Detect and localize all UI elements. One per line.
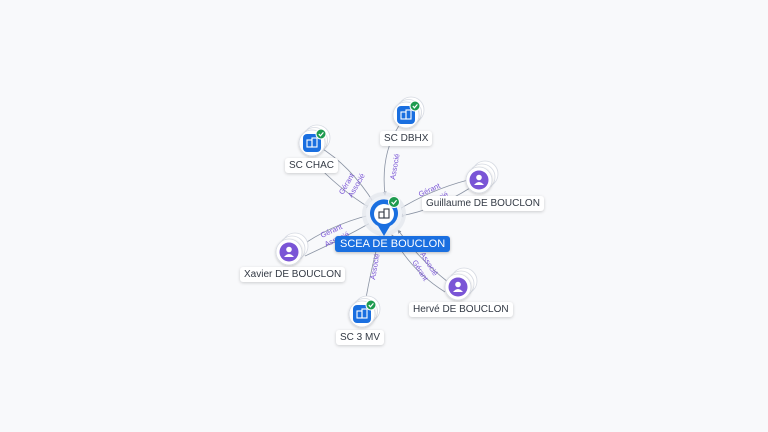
node-label-herve[interactable]: Hervé DE BOUCLON <box>409 302 513 317</box>
node-label-xavier[interactable]: Xavier DE BOUCLON <box>240 267 346 282</box>
edge-herve <box>397 229 449 283</box>
check-icon <box>409 100 421 112</box>
node-sc-3mv[interactable] <box>348 295 381 328</box>
node-herve[interactable] <box>444 267 478 301</box>
node-center[interactable] <box>362 192 406 236</box>
edge-sc-chac <box>317 145 375 204</box>
check-icon <box>388 196 400 208</box>
node-guillaume[interactable] <box>465 160 499 194</box>
edge-label-sc3mv-associe: Associé <box>368 253 381 280</box>
node-label-center[interactable]: SCEA DE BOUCLON <box>335 236 451 252</box>
check-icon <box>365 299 377 311</box>
node-label-guillaume[interactable]: Guillaume DE BOUCLON <box>422 196 544 211</box>
person-icon <box>453 281 463 292</box>
edge-label-dbhx-associe: Associé <box>388 153 401 180</box>
person-icon <box>474 174 484 185</box>
node-label-sc-dbhx[interactable]: SC DBHX <box>380 131 433 146</box>
node-sc-chac[interactable] <box>298 124 331 157</box>
node-sc-dbhx[interactable] <box>392 96 425 129</box>
node-label-sc-chac[interactable]: SC CHAC <box>285 158 339 173</box>
node-label-sc-3mv[interactable]: SC 3 MV <box>336 330 385 345</box>
node-xavier[interactable] <box>275 232 309 266</box>
building-icon <box>356 308 368 319</box>
building-icon <box>400 109 412 120</box>
building-icon <box>306 137 318 148</box>
person-icon <box>284 246 294 257</box>
building-icon <box>378 208 390 219</box>
check-icon <box>315 128 327 140</box>
